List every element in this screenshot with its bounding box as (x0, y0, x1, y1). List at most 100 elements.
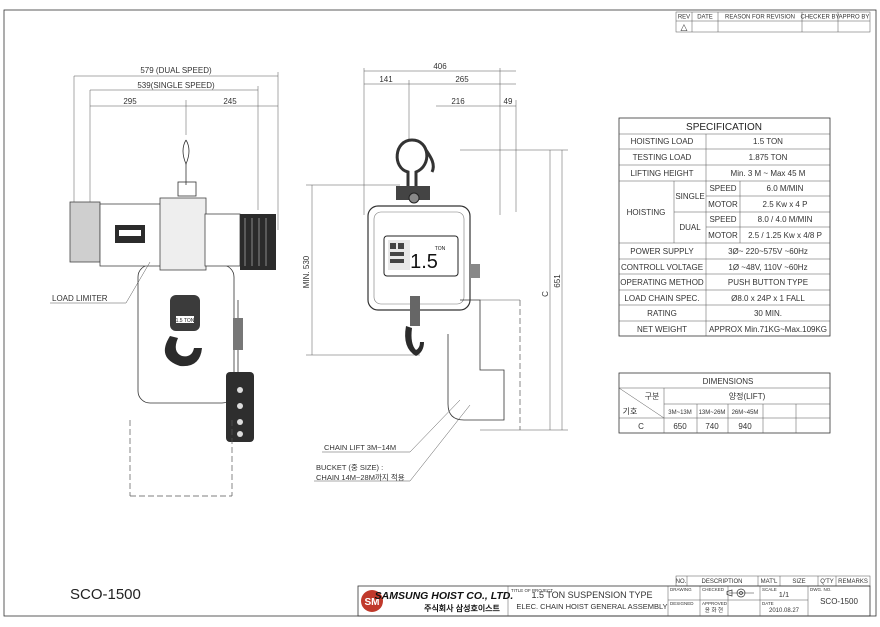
dim-216: 216 (451, 97, 465, 106)
spec-value-power-supply: 3Ø~ 220~575V ~60Hz (728, 247, 808, 256)
drawing-code: SCO-1500 (70, 586, 141, 603)
label-drawing: DRAWING (670, 587, 692, 592)
rev-header-checker: CHECKER BY (800, 15, 839, 21)
label-bucket-line2: CHAIN 14M~28M까지 적용 (316, 472, 405, 482)
spec-label-load-chain: LOAD CHAIN SPEC. (624, 294, 699, 303)
spec-value-testing-load: 1.875 TON (749, 153, 788, 162)
dim-651: 651 (553, 274, 562, 288)
spec-label-dual-speed: SPEED (709, 215, 736, 224)
parts-header-no: NO. (676, 579, 687, 585)
spec-value-operating-method: PUSH BUTTON TYPE (728, 278, 808, 287)
dim-single-speed: 539(SINGLE SPEED) (137, 81, 215, 90)
dim-141: 141 (379, 75, 393, 84)
spec-label-hoisting: HOISTING (627, 208, 666, 217)
spec-value-control-voltage: 1Ø ~48V, 110V ~60Hz (728, 263, 807, 272)
spec-value-hoisting-load: 1.5 TON (753, 137, 783, 146)
dim-table-lift-header: 양정(LIFT) (729, 391, 766, 401)
dim-406: 406 (433, 62, 447, 71)
rev-header-date: DATE (697, 15, 713, 21)
dimensions-table: DIMENSIONS 구분 기호 양정(LIFT) 3M~13M 13M~26M… (618, 372, 831, 434)
dim-row-symbol: C (638, 422, 644, 431)
spec-label-single-speed: SPEED (709, 184, 736, 193)
specification-table: SPECIFICATION HOISTING LOAD 1.5 TON TEST… (618, 117, 831, 337)
dim-dual-speed: 579 (DUAL SPEED) (140, 66, 212, 75)
dim-col-2: 13M~26M (699, 410, 726, 416)
label-scale: SCALE (762, 587, 777, 592)
spec-label-rating: RATING (647, 309, 677, 318)
company-korean: 주식회사 삼성호이스트 (424, 603, 500, 613)
label-chain-lift: CHAIN LIFT 3M~14M (324, 443, 396, 452)
spec-label-single-motor: MOTOR (708, 200, 738, 209)
dim-table-diag-bottom: 기호 (623, 407, 638, 416)
dim-val-3: 940 (738, 422, 752, 431)
dim-49: 49 (504, 97, 513, 106)
spec-label-testing-load: TESTING LOAD (633, 153, 692, 162)
label-date: DATE (762, 601, 774, 606)
dim-265: 265 (455, 75, 469, 84)
company-logo-icon: SM (361, 590, 383, 612)
nameplate-capacity: 1.5 (410, 251, 438, 273)
label-designed: DESIGNED (670, 601, 694, 606)
rev-header-approver: APPRO BY (839, 15, 870, 21)
dim-col-3: 26M~45M (732, 410, 759, 416)
dim-c: C (541, 291, 550, 297)
front-view: 579 (DUAL SPEED) 539(SINGLE SPEED) 295 2… (50, 66, 279, 497)
label-dwg-no: DWG. NO. (810, 587, 832, 592)
title-block: NO. DESCRIPTION MAT'L SIZE Q'TY REMARKS … (357, 575, 871, 617)
dim-table-diag-top: 구분 (645, 392, 660, 401)
dim-col-1: 3M~13M (668, 410, 692, 416)
date-value: 2010.08.27 (769, 608, 800, 614)
parts-header-size: SIZE (792, 579, 805, 585)
spec-value-net-weight: APPROX Min.71KG~Max.109KG (709, 325, 827, 334)
dwg-no-value: SCO-1500 (820, 597, 858, 606)
label-bucket-line1: BUCKET (중 SIZE) : (316, 463, 383, 472)
dim-min-530: MIN. 530 (302, 255, 311, 288)
parts-header-matl: MAT'L (761, 579, 778, 585)
spec-label-hoisting-load: HOISTING LOAD (631, 137, 694, 146)
rev-triangle-icon: △ (681, 22, 688, 32)
title-of-project-label: TITLE OF PROJECT (511, 588, 553, 593)
spec-label-net-weight: NET WEIGHT (637, 325, 687, 334)
spec-value-single-speed: 6.0 M/MIN (767, 184, 804, 193)
title-line2: ELEC. CHAIN HOIST GENERAL ASSEMBLY (516, 602, 667, 611)
dim-val-1: 650 (673, 422, 687, 431)
spec-value-dual-motor: 2.5 / 1.25 Kw x 4/8 P (748, 231, 822, 240)
spec-label-dual: DUAL (679, 223, 701, 232)
spec-label-single: SINGLE (675, 192, 704, 201)
spec-title: SPECIFICATION (686, 122, 762, 133)
logo-letters: SM (365, 597, 380, 608)
spec-value-load-chain: Ø8.0 x 24P x 1 FALL (731, 294, 805, 303)
dim-val-2: 740 (705, 422, 719, 431)
dim-right-245: 245 (223, 97, 237, 106)
rev-header-rev: REV (678, 15, 690, 21)
hook-plate-text: 1.5 TON (176, 318, 195, 324)
spec-label-power-supply: POWER SUPPLY (630, 247, 694, 256)
label-load-limiter: LOAD LIMITER (52, 294, 108, 303)
spec-label-lifting-height: LIFTING HEIGHT (630, 169, 693, 178)
dim-left-295: 295 (123, 97, 137, 106)
spec-value-single-motor: 2.5 Kw x 4 P (763, 200, 808, 209)
title-line1: 1.5 TON SUSPENSION TYPE (531, 590, 652, 600)
parts-header-qty: Q'TY (820, 579, 833, 585)
spec-value-lifting-height: Min. 3 M ~ Max 45 M (731, 169, 806, 178)
dim-table-title: DIMENSIONS (703, 377, 754, 386)
company-name: SAMSUNG HOIST CO., LTD. (375, 590, 514, 602)
spec-label-dual-motor: MOTOR (708, 231, 738, 240)
projection-symbol-icon (726, 588, 754, 598)
spec-value-rating: 30 MIN. (754, 309, 782, 318)
parts-header-description: DESCRIPTION (701, 579, 742, 585)
label-approved: APPROVED (702, 601, 728, 606)
approved-name: 윤 화 현 (705, 606, 723, 614)
revision-table: REV DATE REASON FOR REVISION CHECKER BY … (675, 11, 871, 33)
side-view: 406 141 265 216 49 MIN. 530 C 651 1.5 TO… (302, 62, 568, 482)
spec-label-control-voltage: CONTROLL VOLTAGE (621, 263, 703, 272)
rev-header-reason: REASON FOR REVISION (725, 15, 795, 21)
scale-value: 1/1 (779, 590, 789, 599)
nameplate-unit: TON (435, 246, 446, 252)
label-checked: CHECKED (702, 587, 725, 592)
spec-label-operating-method: OPERATING METHOD (620, 278, 704, 287)
parts-header-remarks: REMARKS (838, 579, 868, 585)
spec-value-dual-speed: 8.0 / 4.0 M/MIN (758, 215, 813, 224)
